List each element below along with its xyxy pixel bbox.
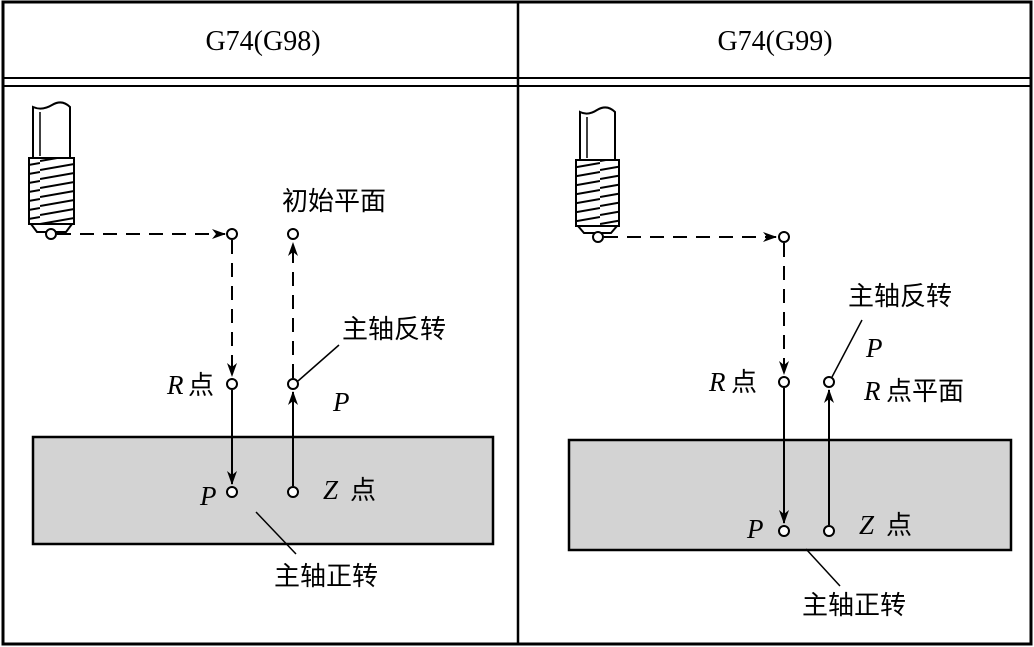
left-header: G74(G98) (205, 26, 320, 57)
right-r-plane-text: 点平面 (886, 377, 964, 407)
right-header: G74(G99) (717, 26, 832, 57)
right-r-plane-var: R (863, 376, 881, 406)
right-p-lower: P (746, 514, 764, 544)
left-spindle-forward-label: 主轴正转 (274, 562, 378, 592)
right-z-point (823, 525, 835, 537)
right-tap-tool-icon (575, 106, 620, 234)
left-reverse-leader (297, 344, 340, 382)
right-p-upper: P (865, 333, 883, 363)
left-panel: 初始平面 主轴反转 R 点 P P Z 点 主轴正转 (28, 101, 495, 592)
left-z-var: Z (323, 475, 339, 505)
left-z-point (287, 486, 299, 498)
right-bottom-point (778, 525, 790, 537)
right-workpiece (567, 438, 1013, 552)
right-r-text: 点 (731, 368, 757, 398)
left-p-lower: P (199, 481, 217, 511)
right-start-point (592, 231, 604, 243)
left-tap-tool-icon (28, 101, 75, 233)
left-p-upper: P (332, 387, 350, 417)
left-initial-plane-label: 初始平面 (282, 187, 386, 217)
left-initial-point-a (226, 228, 238, 240)
right-r-var: R (708, 367, 726, 397)
right-z-var: Z (859, 510, 875, 540)
left-initial-point-b (287, 228, 299, 240)
left-z-text: 点 (350, 476, 376, 506)
right-spindle-forward-label: 主轴正转 (802, 591, 906, 621)
left-r-point-return (287, 378, 299, 390)
left-spindle-reverse-label: 主轴反转 (342, 315, 446, 345)
right-panel: 主轴反转 P R 点 R 点平面 P Z 点 主轴正转 (567, 106, 1013, 621)
left-r-text: 点 (188, 371, 214, 401)
left-r-var: R (166, 370, 184, 400)
left-start-point (45, 228, 57, 240)
right-forward-leader (805, 548, 841, 587)
right-reverse-leader (831, 319, 863, 378)
right-initial-point (778, 231, 790, 243)
right-r-point (778, 376, 790, 388)
left-r-point (226, 378, 238, 390)
right-z-text: 点 (886, 511, 912, 541)
right-r-plane-point (823, 376, 835, 388)
left-workpiece (31, 435, 495, 546)
left-forward-leader (255, 511, 297, 555)
right-spindle-reverse-label: 主轴反转 (848, 282, 952, 312)
left-bottom-point (226, 486, 238, 498)
